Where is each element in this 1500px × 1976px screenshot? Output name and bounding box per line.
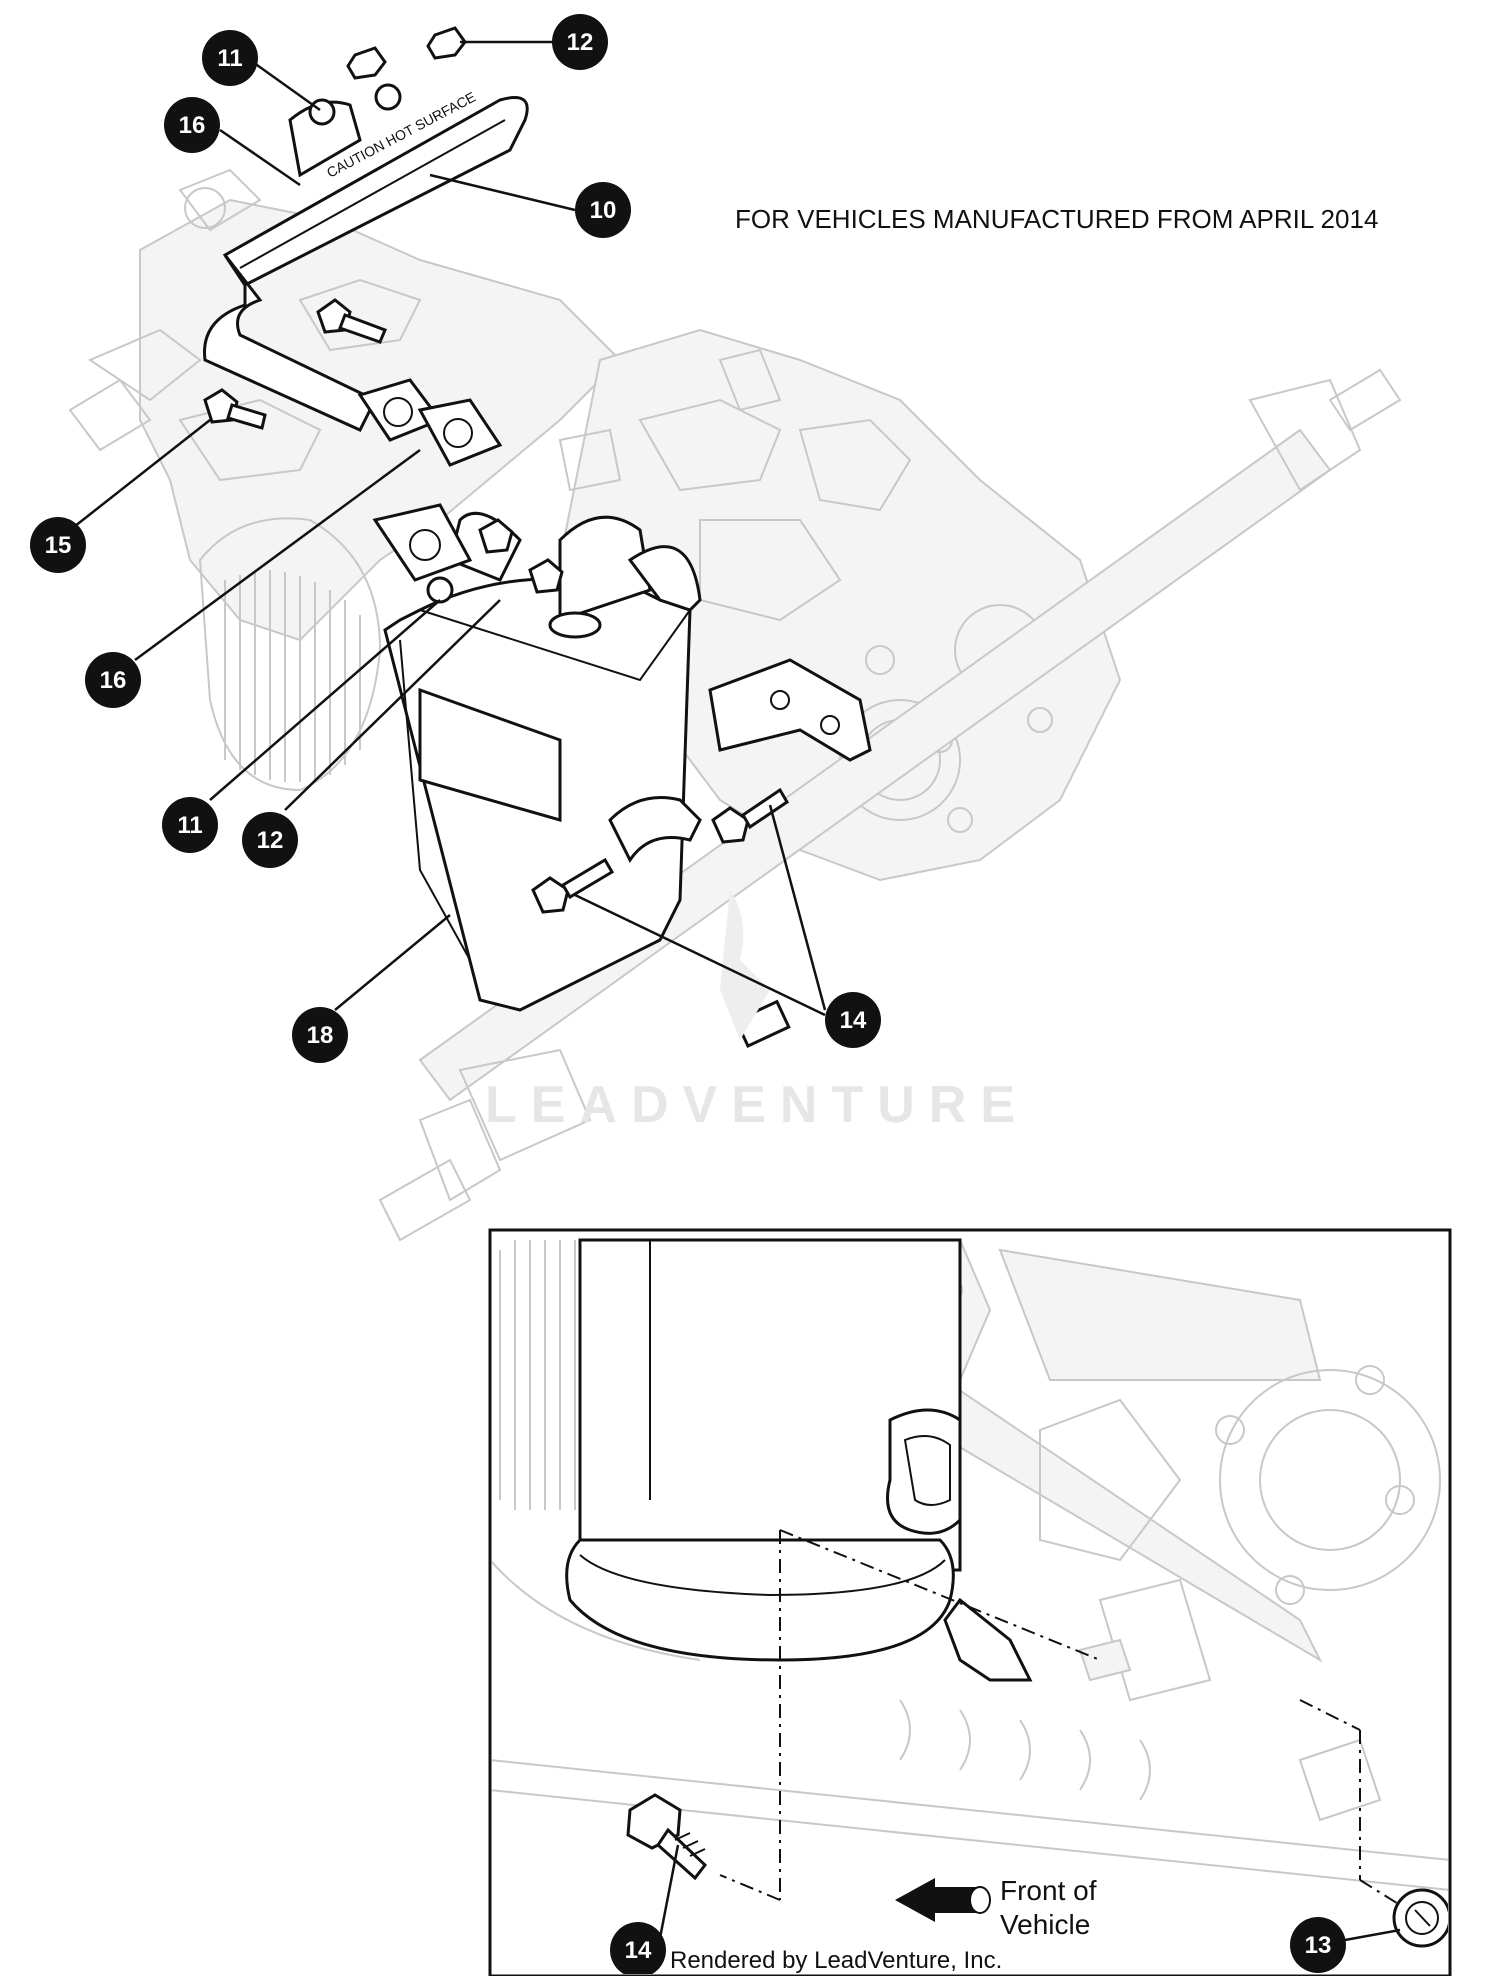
svg-text:14: 14: [840, 1007, 867, 1034]
arrow-left-icon: [895, 1878, 991, 1922]
vehicle-note: FOR VEHICLES MANUFACTURED FROM APRIL 201…: [735, 204, 1378, 234]
callout-13: 13: [1290, 1917, 1346, 1973]
svg-text:12: 12: [257, 827, 284, 854]
callout-15: 15: [30, 517, 86, 573]
muffler-bracket: [608, 658, 872, 863]
inset-bolt-14: [626, 1793, 708, 1881]
watermark: LEADVENTURE: [485, 890, 1029, 1134]
leader-lines: [69, 40, 827, 1017]
svg-text:15: 15: [45, 532, 72, 559]
callout-16-top: 16: [164, 97, 220, 153]
svg-text:12: 12: [567, 29, 594, 56]
cooling-grille: [224, 570, 361, 782]
exhaust-gasket-upper: [357, 378, 503, 467]
bolt-14-a: [531, 876, 570, 914]
nut-12-top: [346, 46, 387, 80]
callout-14-main: 14: [825, 992, 881, 1048]
exhaust-gasket-lower: [372, 503, 473, 582]
callout-14-inset: 14: [610, 1922, 666, 1974]
bolt-14-b: [711, 806, 750, 844]
callout-18: 18: [292, 1007, 348, 1063]
header-pipe: CAUTION HOT SURFACE: [203, 88, 529, 432]
watermark-text: LEADVENTURE: [485, 1076, 1029, 1134]
callout-12-lower: 12: [242, 812, 298, 868]
front-label-line2: Vehicle: [1000, 1909, 1090, 1940]
inset-detail: Front of Vehicle 14 13 Rendered by LeadV…: [488, 1228, 1452, 1976]
nut-12-lower: [478, 518, 514, 554]
nut-12-top-2: [426, 26, 467, 60]
svg-text:11: 11: [177, 812, 202, 839]
callout-10: 10: [575, 182, 631, 238]
inset-nut-13: [1392, 1888, 1448, 1948]
callout-11-top: 11: [202, 30, 258, 86]
svg-text:13: 13: [1305, 1932, 1332, 1959]
svg-text:18: 18: [307, 1022, 334, 1049]
washer-11-lower: [426, 576, 454, 604]
svg-text:16: 16: [100, 667, 127, 694]
render-credit: Rendered by LeadVenture, Inc.: [670, 1947, 1002, 1974]
washer-11-top: [308, 98, 336, 126]
svg-text:11: 11: [217, 45, 242, 72]
callout-11-lower: 11: [162, 797, 218, 853]
callout-12-top: 12: [552, 14, 608, 70]
washer-11-top-2: [374, 83, 402, 111]
svg-text:16: 16: [179, 112, 206, 139]
inset-bracket-slot: [1078, 1638, 1132, 1682]
front-label-line1: Front of: [1000, 1875, 1097, 1906]
svg-text:10: 10: [590, 197, 617, 224]
callout-16-lower: 16: [85, 652, 141, 708]
inset-muffler: [565, 1238, 1033, 1682]
svg-text:14: 14: [625, 1937, 652, 1964]
hardware: [203, 26, 791, 1048]
front-of-vehicle-indicator: Front of Vehicle: [895, 1875, 1097, 1940]
nut-12-lower-2: [528, 558, 564, 594]
